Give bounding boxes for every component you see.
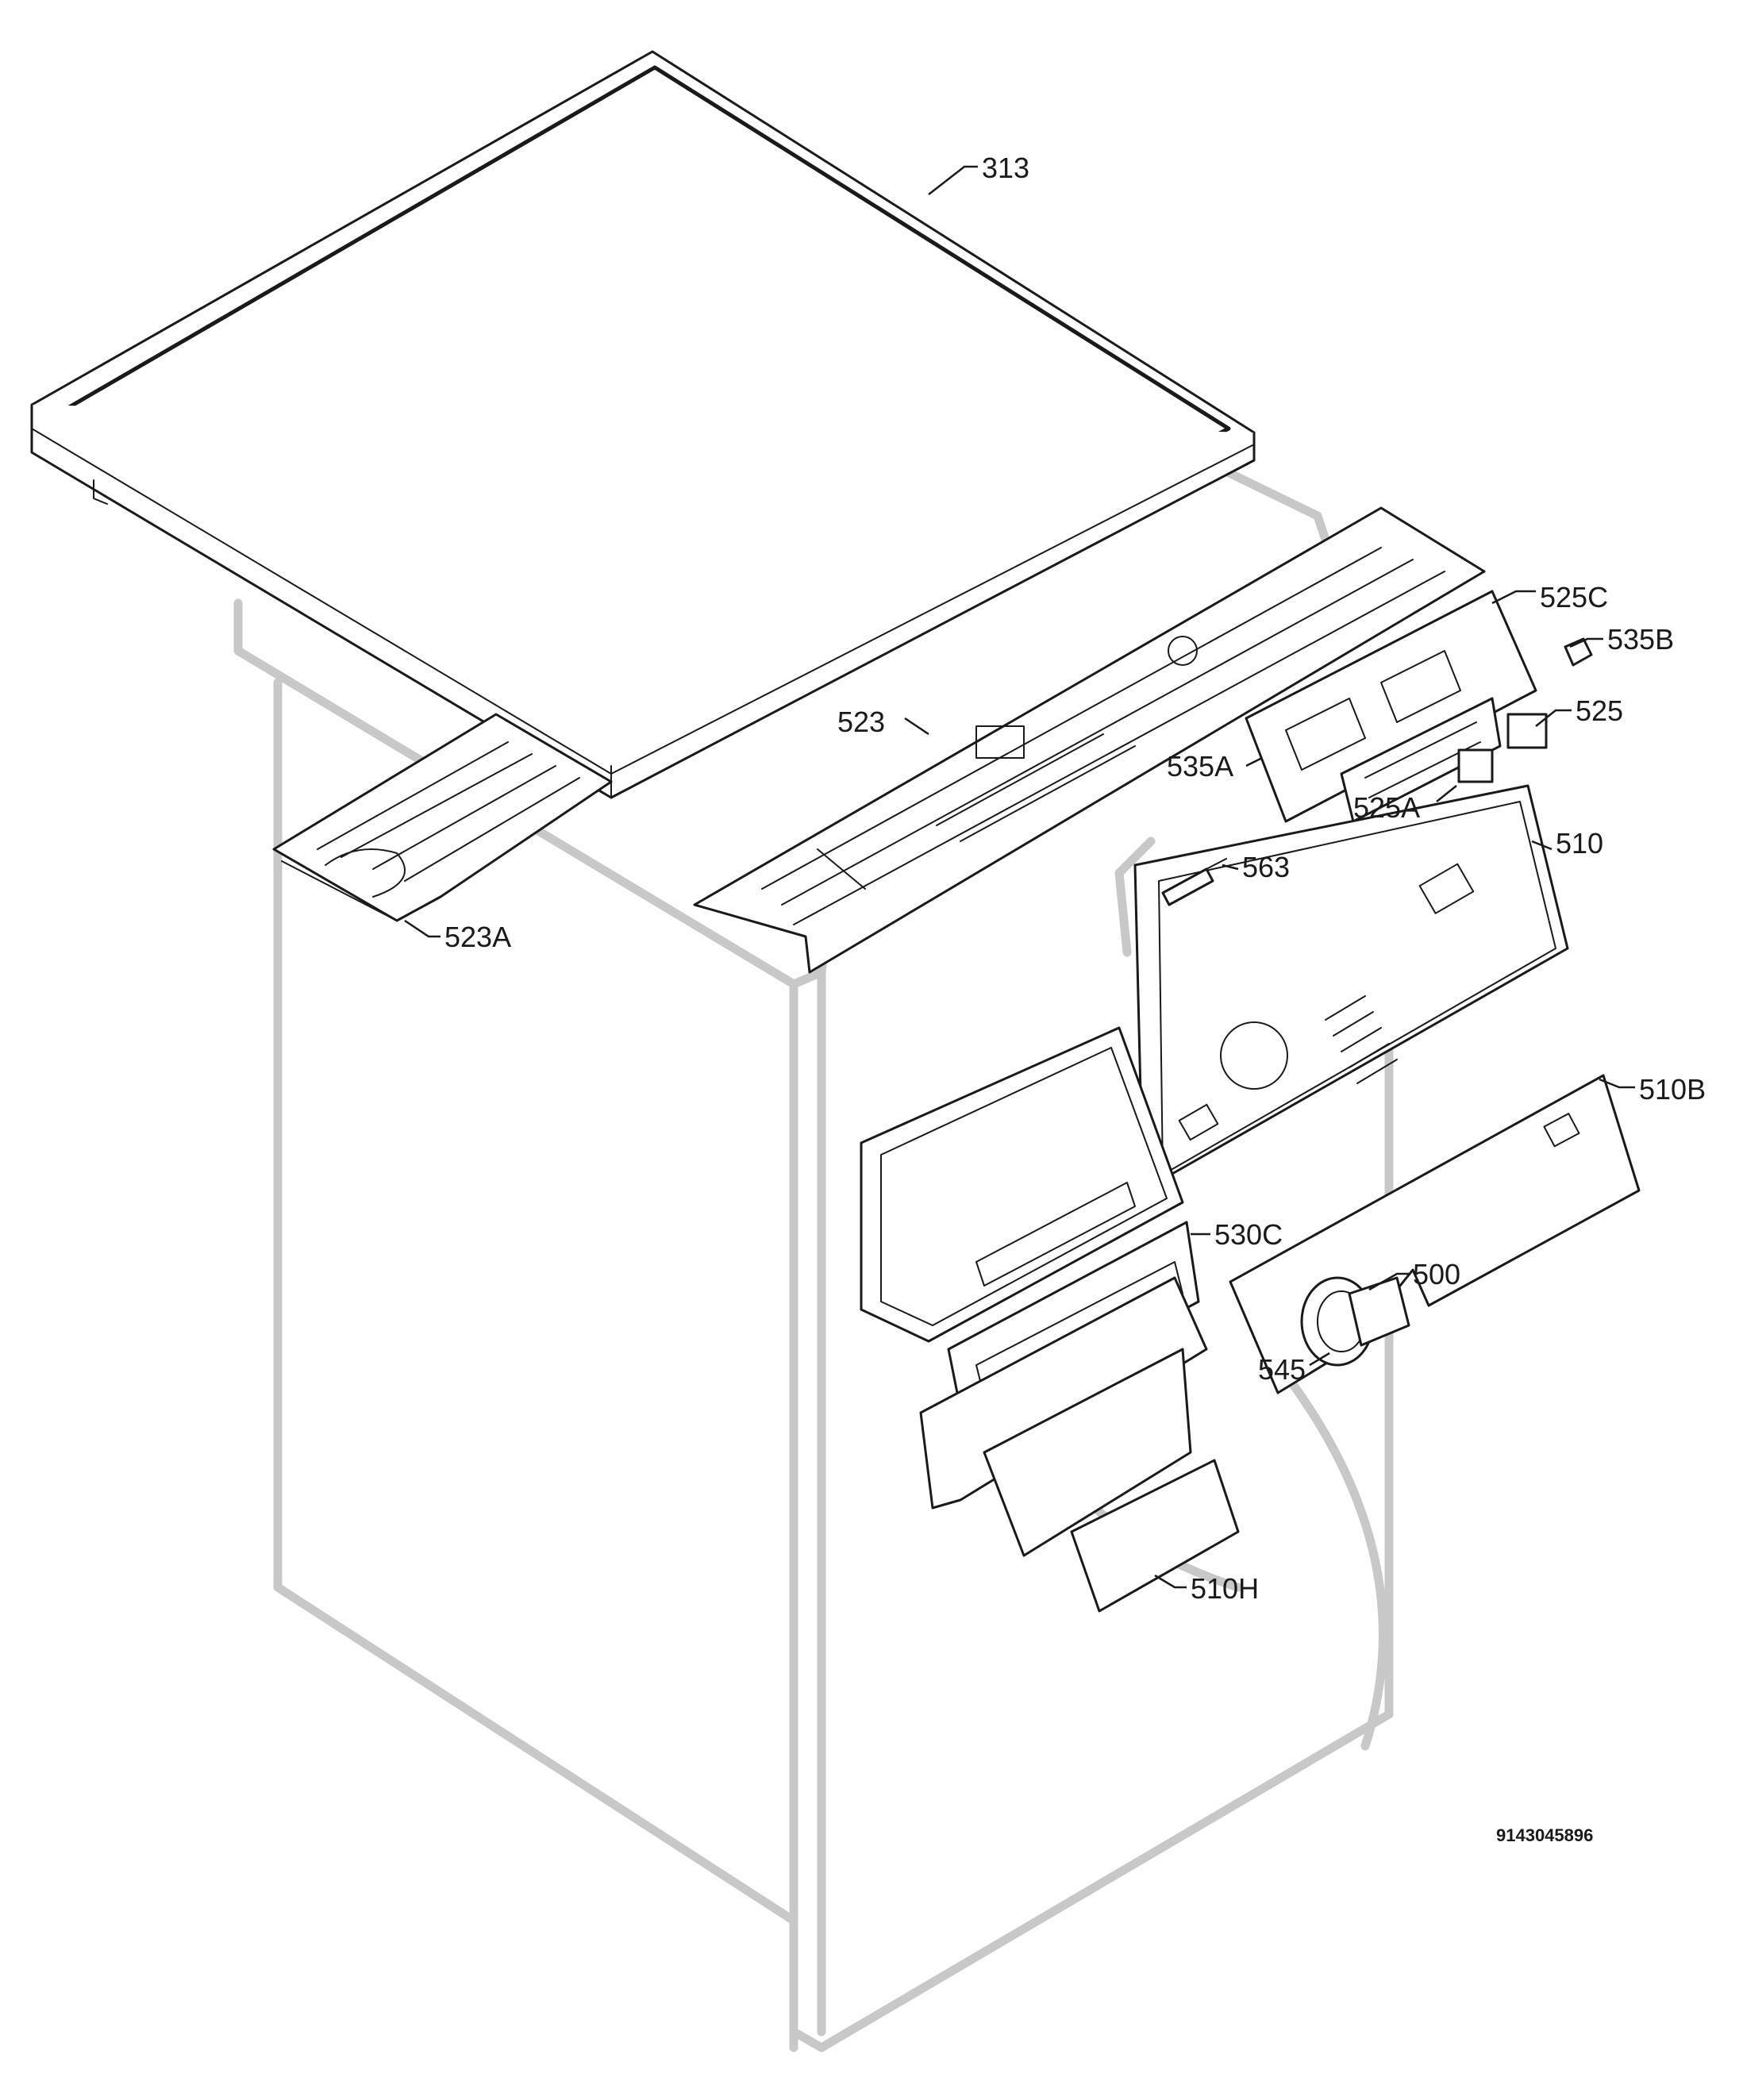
callout-535B: 535B <box>1607 623 1674 656</box>
drawer-front-part <box>860 1026 1184 1343</box>
callout-545: 545 <box>1258 1353 1306 1386</box>
plug-part <box>1161 858 1227 906</box>
right-rail-part <box>693 506 1486 974</box>
callout-500: 500 <box>1413 1258 1460 1290</box>
callout-510B: 510B <box>1639 1073 1706 1106</box>
callout-563: 563 <box>1242 851 1290 883</box>
callout-523A: 523A <box>444 921 511 953</box>
callout-523: 523 <box>837 706 885 738</box>
panel-strip-part <box>1229 1074 1641 1394</box>
drawer-insert-part <box>919 1276 1240 1613</box>
callout-530C: 530C <box>1214 1218 1283 1251</box>
callout-535A: 535A <box>1167 750 1233 783</box>
document-number: 9143045896 <box>1496 1825 1593 1845</box>
callout-510H: 510H <box>1191 1572 1259 1605</box>
control-panel-part <box>1133 784 1569 1192</box>
knob-part <box>1300 1276 1410 1367</box>
callout-525C: 525C <box>1540 581 1608 613</box>
callout-510: 510 <box>1556 827 1603 860</box>
callout-313: 313 <box>982 152 1029 184</box>
callout-525: 525 <box>1576 694 1623 727</box>
callout-labels: 313 525C 535B 523 525 535A 525A 510 563 … <box>444 152 1706 1605</box>
left-rail-part <box>272 713 613 922</box>
top-lid-part <box>30 50 1256 799</box>
leader-lines <box>404 165 1635 1589</box>
callout-525A: 525A <box>1353 791 1420 824</box>
